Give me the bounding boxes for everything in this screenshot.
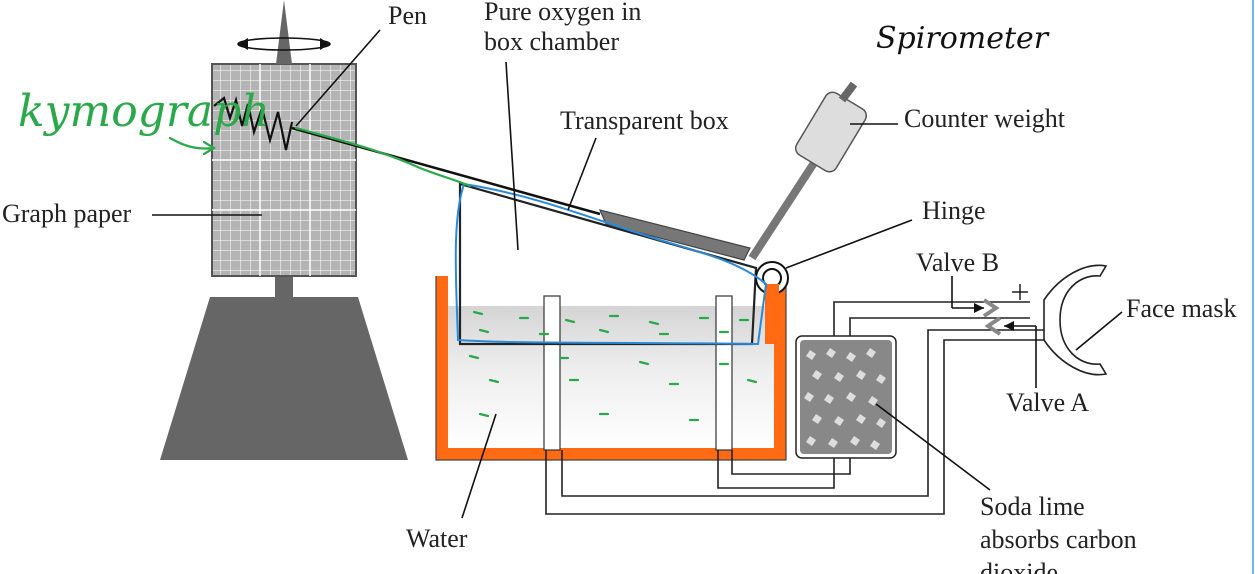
lid-plate (598, 209, 751, 261)
label-face-mask: Face mask (1126, 294, 1236, 323)
handwritten-kymograph: kymograph (18, 86, 270, 137)
rotation-arrow-icon (237, 37, 331, 51)
handwritten-spirometer: Spirometer (876, 21, 1050, 56)
label-soda-lime-1: Soda lime (980, 492, 1085, 521)
label-transparent-box: Transparent box (560, 106, 729, 135)
leader-arrows (974, 303, 1014, 331)
green-annotations (168, 126, 758, 422)
hinge-post (765, 284, 779, 344)
label-hinge: Hinge (922, 196, 986, 225)
counter-weight-arm (748, 81, 868, 261)
valve-a (984, 316, 1002, 336)
kymograph-stand (160, 276, 408, 460)
label-counter-weight: Counter weight (904, 104, 1066, 133)
pen-arm (291, 126, 601, 216)
label-water: Water (406, 524, 468, 553)
hinge (755, 261, 789, 295)
label-pure-oxygen-1: Pure oxygen in (484, 0, 641, 26)
leader-lines (152, 29, 1123, 519)
face-mask (1043, 264, 1108, 376)
soda-lime-canister (795, 335, 897, 459)
label-valve-a: Valve A (1006, 388, 1089, 417)
crosshair-cursor-icon (1012, 284, 1028, 300)
pen-trace (213, 95, 294, 151)
label-soda-lime-3: dioxide (980, 558, 1058, 574)
blue-box-annotation (454, 183, 768, 346)
valve-b (982, 298, 1000, 318)
water-tank (435, 276, 787, 461)
drum-spindle (276, 0, 292, 64)
label-graph-paper: Graph paper (2, 199, 132, 228)
label-pen: Pen (388, 1, 427, 30)
label-pure-oxygen-2: box chamber (484, 27, 619, 56)
label-valve-b: Valve B (916, 248, 999, 277)
label-soda-lime-2: absorbs carbon (980, 525, 1137, 554)
tubing (545, 301, 1044, 515)
